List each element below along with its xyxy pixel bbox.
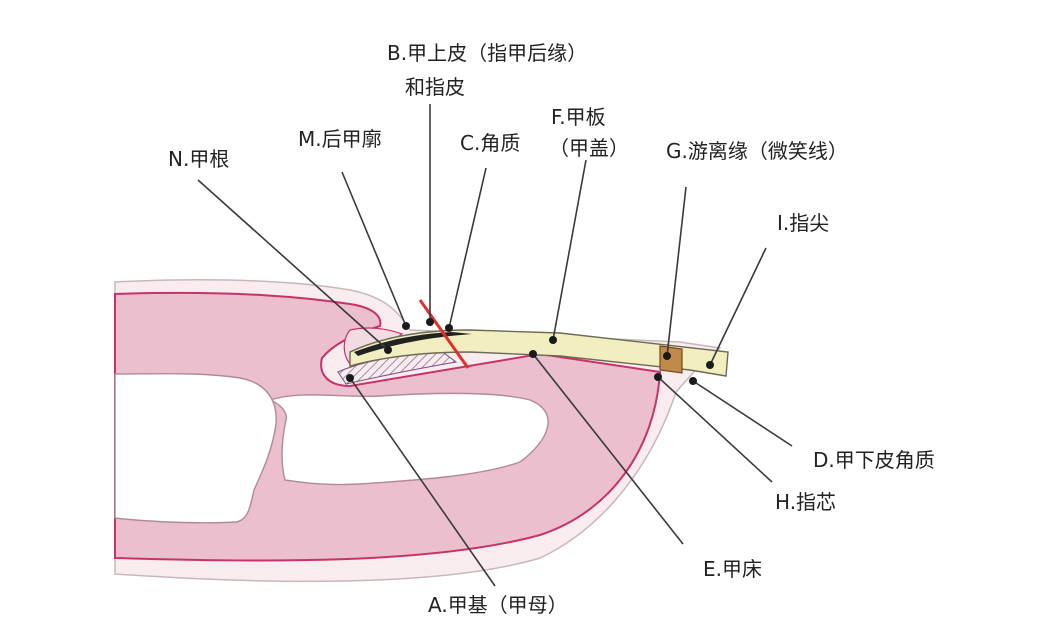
label-M: M.后甲廓 <box>298 127 382 151</box>
cuticle-cut-line <box>418 299 470 369</box>
leader-line-I <box>709 247 767 366</box>
label-C: C.角质 <box>460 131 521 155</box>
label-B-line1: B.甲上皮（指甲后缘） <box>387 41 588 65</box>
leader-dot-E <box>529 350 537 358</box>
leader-line-D <box>692 380 793 447</box>
distal-phalanx-bone <box>267 392 549 486</box>
leader-dot-B <box>426 318 434 326</box>
leader-line-M <box>341 171 407 327</box>
leader-dot-F <box>549 336 557 344</box>
middle-phalanx-bone <box>114 372 277 524</box>
label-B-line2: 和指皮 <box>405 75 465 99</box>
leader-dot-A <box>346 374 354 382</box>
nail-free-edge <box>659 345 683 374</box>
label-H: H.指芯 <box>775 490 837 514</box>
label-E: E.甲床 <box>703 557 762 581</box>
label-I: I.指尖 <box>777 211 830 235</box>
leader-line-N <box>197 179 389 351</box>
leader-dot-H <box>654 373 662 381</box>
leader-line-F <box>552 159 587 341</box>
label-N: N.甲根 <box>168 147 230 171</box>
cuticle-sheath <box>354 332 472 356</box>
leader-dot-N <box>384 346 392 354</box>
leader-line-A <box>349 377 496 587</box>
leader-dot-D <box>689 377 697 385</box>
leader-line-E <box>532 353 684 545</box>
label-F-line1: F.甲板 <box>551 105 606 129</box>
leader-line-G <box>666 186 687 357</box>
label-F-line2: （甲盖） <box>549 136 629 160</box>
leader-line-C <box>448 167 487 329</box>
label-G: G.游离缘（微笑线） <box>666 139 848 163</box>
nail-plate <box>349 329 729 377</box>
leader-line-H <box>657 376 773 483</box>
leader-dot-I <box>706 361 714 369</box>
label-D: D.甲下皮角质 <box>813 448 935 472</box>
label-A: A.甲基（甲母） <box>428 593 568 617</box>
leader-dot-G <box>663 352 671 360</box>
leader-dot-M <box>402 322 410 330</box>
leader-dot-C <box>445 324 453 332</box>
